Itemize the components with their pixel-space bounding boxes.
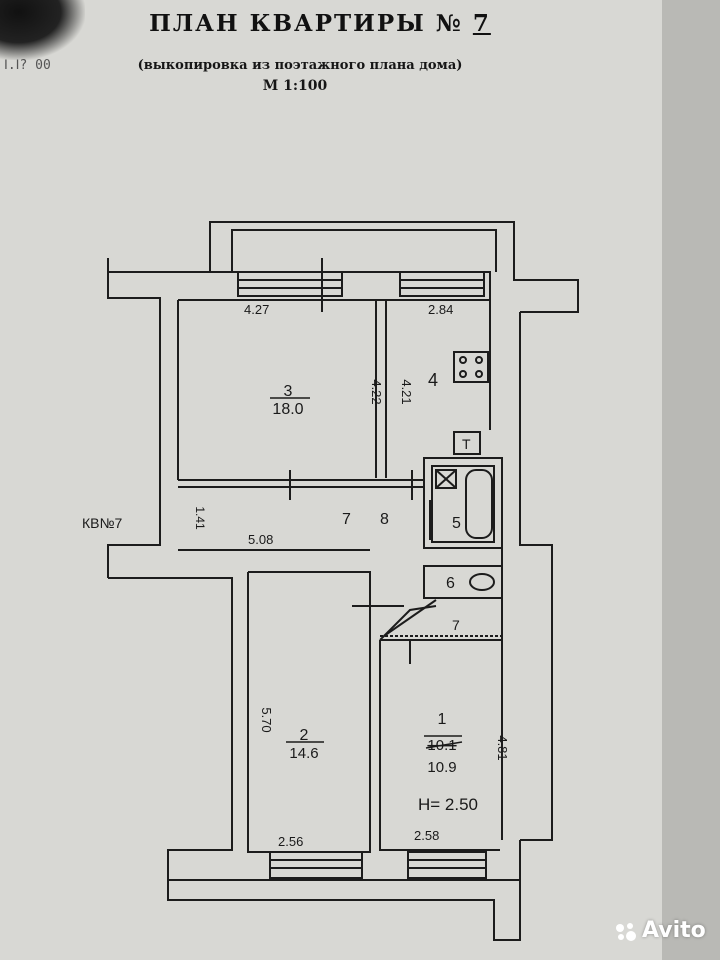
dim-508: 5.08	[248, 532, 273, 547]
bathroom-wall	[423, 457, 503, 549]
right-exterior	[519, 312, 553, 841]
dim-141: 1.41	[193, 506, 207, 530]
plan-scale: М 1:100	[262, 78, 328, 94]
room4-number: 4	[428, 370, 438, 390]
window-bottom-right	[407, 851, 487, 879]
room1-wall	[379, 640, 500, 851]
dim-256: 2.56	[278, 834, 303, 849]
room8-number: 8	[380, 511, 389, 528]
bath-sink-icon	[435, 469, 457, 489]
room1-number: 1	[438, 711, 447, 728]
room3-area: 18.0	[272, 401, 303, 418]
ceiling-height: Н= 2.50	[418, 795, 478, 814]
wall-lines	[107, 221, 579, 941]
room2-wall	[247, 571, 371, 853]
dim-570: 5.70	[259, 707, 274, 732]
apartment-label: КВ№7	[82, 515, 123, 531]
lower-exterior	[108, 577, 521, 941]
bathtub-icon	[465, 469, 493, 539]
room5-number: 5	[452, 515, 461, 532]
room6-number: 6	[446, 575, 455, 592]
window-bottom-left	[269, 851, 363, 879]
plan-labels: 4.27 2.84 3 18.0 4.22 4.21 4 Т КВ№7 1.41…	[82, 302, 510, 849]
bathroom-inner	[431, 465, 495, 543]
avito-logo-icon	[616, 923, 636, 941]
plan-title-text: ПЛАН КВАРТИРЫ №	[149, 10, 463, 37]
dim-284: 2.84	[428, 302, 453, 317]
floor-plan: 4.27 2.84 3 18.0 4.22 4.21 4 Т КВ№7 1.41…	[82, 221, 579, 941]
stove-icon	[453, 351, 489, 383]
room7-number: 7	[342, 511, 351, 528]
window-top-left	[237, 271, 343, 297]
dim-421: 4.21	[399, 379, 414, 404]
plan-title: ПЛАН КВАРТИРЫ № 7	[0, 10, 640, 37]
paper-edge	[662, 0, 720, 960]
room3-number: 3	[284, 383, 293, 400]
room1-area: 10.9	[427, 759, 456, 776]
door-swing-diag	[383, 599, 437, 637]
balcony-inner-wall	[231, 229, 497, 272]
room2-area: 14.6	[289, 745, 318, 762]
boiler-box	[453, 431, 481, 455]
plan-subtitle: (выкопировка из поэтажного плана дома)	[137, 58, 463, 73]
room7b-number: 7	[452, 617, 460, 633]
balcony-outer-wall	[209, 221, 579, 313]
ink-blot	[0, 0, 85, 60]
dim-422: 4.22	[369, 379, 384, 404]
room2-number: 2	[300, 727, 309, 744]
toilet-icon	[469, 573, 495, 591]
dim-427: 4.27	[244, 302, 269, 317]
window-top-right	[399, 271, 485, 297]
dim-258: 2.58	[414, 828, 439, 843]
fixture-t: Т	[462, 436, 471, 452]
toilet-wall	[423, 565, 503, 599]
apartment-number: 7	[472, 10, 491, 37]
left-upper-cap	[107, 271, 210, 298]
faded-stamp: Ⅰ.Ⅰ? 00	[4, 58, 51, 73]
door-swing-room1	[379, 605, 437, 641]
dim-481: 4.81	[495, 735, 510, 760]
avito-watermark: Avito	[642, 918, 706, 943]
